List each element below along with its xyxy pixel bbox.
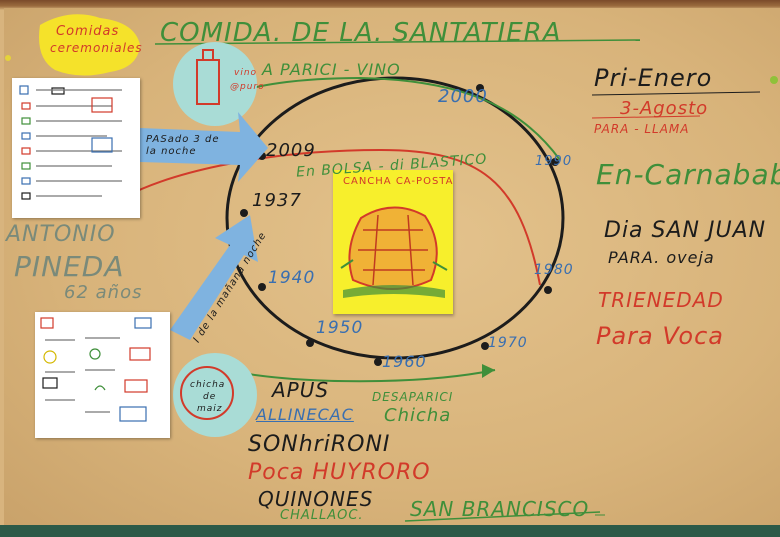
bottom-apus: APUS [272,378,330,402]
left-lower-note [35,312,170,438]
pin-icon [770,76,778,84]
year-1970: 1970 [488,335,528,351]
sticker-line1: Comidas [56,24,120,39]
bottom-desap2: Chicha [384,405,452,426]
arc-label: A PARICI - VINO [262,60,401,79]
chicha-label-1: chicha [190,380,226,390]
sticker-shape [39,14,140,76]
arrow-lower-shape [170,215,258,340]
year-1980: 1980 [534,262,574,278]
arrow-upper-label: PASado 3 de la noche [146,134,220,157]
year-1960: 1960 [382,352,427,371]
bottom-chall: CHALLAOC. [280,508,364,523]
right-line5: Dia SAN JUAN [604,218,767,243]
year-1940: 1940 [268,268,316,288]
cancha-card: CANCHA CA-POSTA [333,170,453,314]
timeline-circle [225,76,565,360]
bottom-sonh: SONhriRONI [248,432,391,457]
right-line7: TRIENEDAD [598,288,724,312]
sticker-line2: ceremoniales [50,41,143,55]
pot-icon [180,366,234,420]
right-line6: PARA. oveja [608,248,715,267]
left-upper-note [12,78,140,218]
name-line1: ANTONIO [6,222,116,247]
chicha-label-2: de [203,392,217,402]
vino-label-1: vino [234,68,258,78]
green-arrow-line [224,76,561,161]
right-line1: Pri-Enero [594,64,713,92]
name-line3: 62 años [64,282,143,303]
bottom-poca: Poca HUYRORO [248,460,431,485]
red-path-line [119,148,541,286]
vino-circle [173,42,257,126]
card-title: CANCHA CA-POSTA [343,176,454,187]
year-2000: 2000 [438,86,488,107]
bottom-allin: ALLINECAC [256,405,354,424]
arrow-head-icon [482,364,495,378]
cancha-drawing [348,206,438,290]
right-line4: En-Carnababa [596,158,780,191]
year-1937: 1937 [252,190,302,211]
year-2009: 2009 [266,140,316,161]
page-title: COMIDA. DE LA. SANTATIERA [160,18,562,48]
floor-strip [0,525,780,537]
year-1990: 1990 [535,154,573,169]
right-line3: PARA - LLAMA [594,122,690,136]
bottom-sanb: SAN BRANCISCO [410,497,590,521]
bottom-quin: QUINONES [258,487,374,511]
right-line2: 3-Agosto [620,98,709,119]
vino-label-2: @puro [230,82,265,92]
chicha-label-3: maiz [197,404,223,414]
right-line8: Para Voca [596,322,724,350]
year-1950: 1950 [316,318,364,338]
name-line2: PINEDA [14,250,125,283]
bottom-desap1: DESAPARICI [372,390,454,404]
arrow-upper-shape [140,112,268,182]
pin-icon [5,55,11,61]
green-bottom-line [224,369,496,383]
